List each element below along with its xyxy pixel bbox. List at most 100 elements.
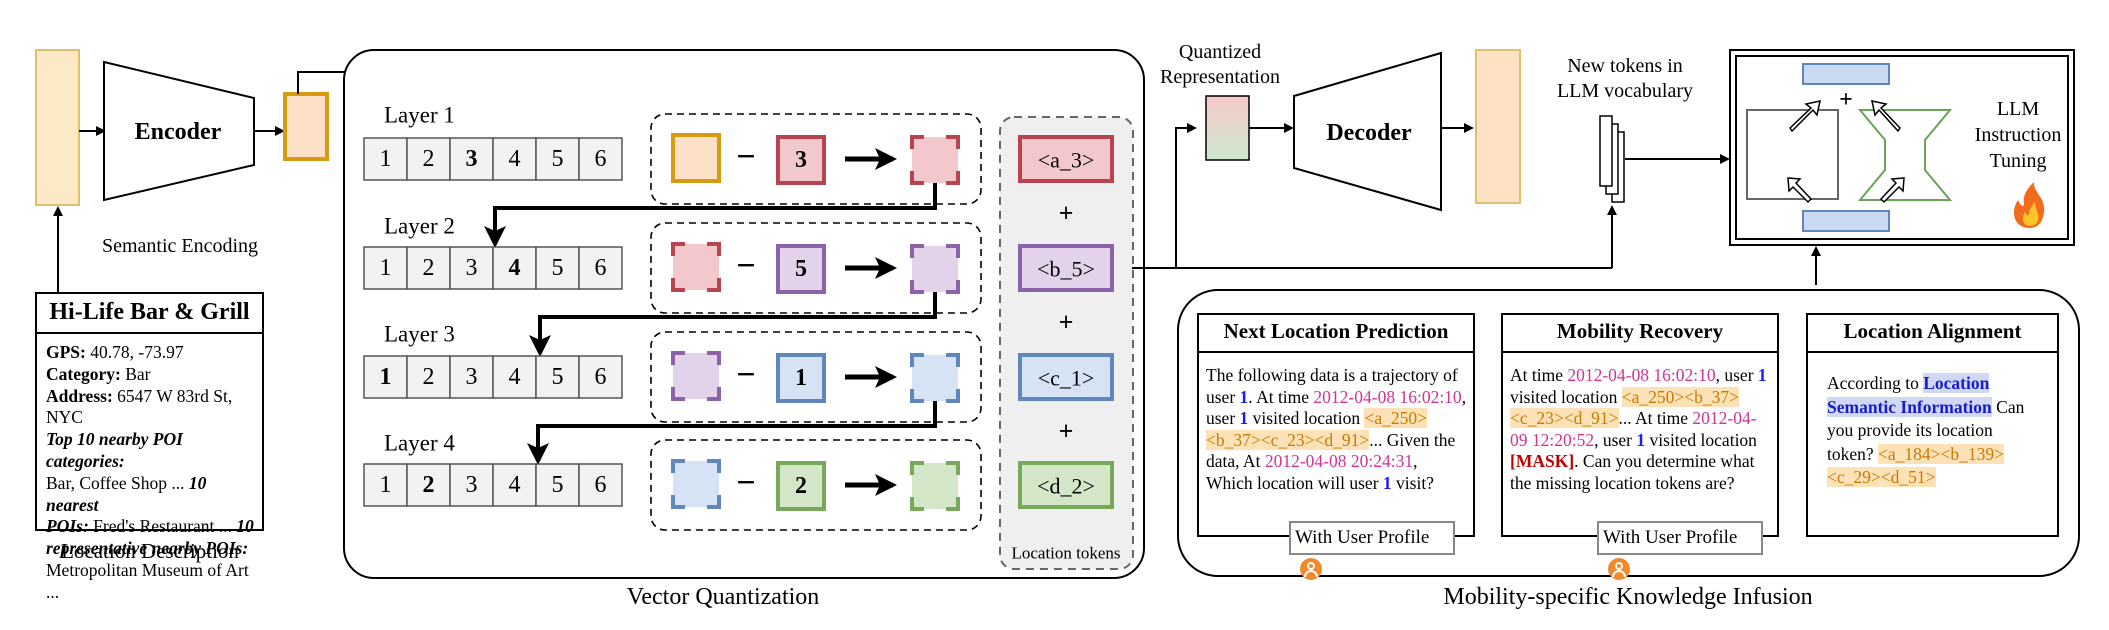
minus-sign: − bbox=[736, 465, 755, 502]
user-profile-badge-2[interactable]: With User Profile bbox=[1597, 521, 1763, 580]
next-location-text: The following data is a trajectory of us… bbox=[1206, 365, 1467, 493]
new-tokens-label-1: New tokens in bbox=[1567, 55, 1683, 77]
llm-label-2: Instruction bbox=[1975, 124, 2062, 146]
plus-sign: + bbox=[1059, 308, 1074, 337]
layer-label: Layer 2 bbox=[384, 214, 455, 239]
layer-label: Layer 4 bbox=[384, 431, 455, 456]
gps-label: GPS: bbox=[46, 342, 86, 362]
codebook-cell-label: 2 bbox=[423, 472, 435, 498]
user-profile-badge-1[interactable]: With User Profile bbox=[1289, 521, 1455, 580]
quantized-label-2: Representation bbox=[1160, 66, 1280, 88]
codebook-vector bbox=[776, 135, 826, 185]
plus-sign: + bbox=[1059, 199, 1074, 228]
representative-pois-value: Metropolitan Museum of Art ... bbox=[46, 559, 249, 602]
location-tokens-caption: Location tokens bbox=[1011, 544, 1120, 563]
residual-vector bbox=[673, 244, 719, 290]
encoder-block bbox=[103, 60, 255, 202]
residual-vector bbox=[912, 463, 958, 509]
llm-label-1: LLM bbox=[1997, 98, 2039, 120]
llm-bottom-bar bbox=[1802, 210, 1890, 232]
category-label: Category: bbox=[46, 363, 121, 384]
codebook-cell-label: 1 bbox=[380, 255, 392, 281]
codebook-cell-label: 2 bbox=[423, 364, 435, 390]
llm-label-3: Tuning bbox=[1989, 150, 2046, 172]
location-token bbox=[1018, 135, 1114, 183]
codebook-cell bbox=[449, 246, 494, 290]
residual-vector-outline bbox=[671, 242, 721, 292]
residual-group bbox=[650, 331, 982, 423]
codebook-cell-label: 5 bbox=[552, 364, 564, 390]
llm-top-bar bbox=[1802, 63, 1890, 85]
encoded-vector bbox=[283, 92, 329, 161]
location-token-label: <c_1> bbox=[1038, 366, 1095, 391]
vq-caption: Vector Quantization bbox=[627, 584, 820, 610]
layer-label: Layer 3 bbox=[384, 322, 455, 347]
arrow-icon bbox=[1789, 100, 1821, 133]
codebook-cell bbox=[535, 137, 580, 181]
codebook-cell bbox=[492, 246, 537, 290]
codebook-cell-label: 6 bbox=[595, 364, 607, 390]
location-token-label: <d_2> bbox=[1037, 474, 1095, 499]
codebook-cell-label: 5 bbox=[552, 255, 564, 281]
codebook-cell-label: 6 bbox=[595, 255, 607, 281]
residual-vector-outline bbox=[910, 461, 960, 511]
llm-plus: + bbox=[1839, 87, 1853, 113]
codebook-vector-label: 1 bbox=[795, 365, 807, 391]
codebook-cell bbox=[363, 463, 408, 507]
quantized-vector bbox=[1205, 95, 1250, 161]
user-icon bbox=[1300, 557, 1322, 580]
quantized-label-1: Quantized bbox=[1179, 41, 1261, 63]
residual-group bbox=[650, 222, 982, 314]
codebook-cell bbox=[578, 355, 623, 399]
output-embedding bbox=[1475, 49, 1521, 204]
codebook-vector bbox=[776, 244, 826, 294]
minus-sign: − bbox=[736, 357, 755, 394]
address-value: 6547 W 83rd St, NYC bbox=[46, 385, 233, 428]
location-alignment-title: Location Alignment bbox=[1843, 319, 2022, 343]
arrow-icon bbox=[1871, 100, 1901, 133]
codebook-cell-label: 2 bbox=[423, 255, 435, 281]
mobility-recovery-text: At time 2012-04-08 16:02:10, user 1 visi… bbox=[1510, 365, 1767, 493]
codebook-cell bbox=[363, 246, 408, 290]
codebook-cell bbox=[363, 355, 408, 399]
next-location-title: Next Location Prediction bbox=[1223, 319, 1449, 343]
layer-label: Layer 1 bbox=[384, 103, 455, 128]
poi-categories-label: Top 10 nearby POI categories: bbox=[46, 429, 183, 471]
location-token-label: <a_3> bbox=[1038, 148, 1095, 173]
codebook-cell-label: 2 bbox=[423, 146, 435, 172]
location-alignment-text: According to Location Semantic Informati… bbox=[1827, 373, 2025, 487]
mobility-recovery-title: Mobility Recovery bbox=[1556, 319, 1724, 343]
codebook-cell bbox=[406, 463, 451, 507]
residual-vector bbox=[912, 355, 958, 401]
knowledge-caption: Mobility-specific Knowledge Infusion bbox=[1443, 584, 1812, 610]
poi-categories-value: Bar, Coffee Shop ... bbox=[46, 472, 189, 493]
nearest-pois-label: 10 nearest bbox=[46, 472, 207, 515]
location-token bbox=[1018, 244, 1114, 292]
codebook-vector-label: 3 bbox=[795, 147, 807, 173]
residual-vector-outline bbox=[910, 353, 960, 403]
codebook-cell bbox=[492, 355, 537, 399]
decoder-label: Decoder bbox=[1326, 120, 1412, 146]
representative-count: 10 bbox=[236, 516, 254, 537]
residual-vector-outline bbox=[671, 351, 721, 401]
residual-vector-outline bbox=[910, 244, 960, 294]
new-tokens-icon bbox=[1599, 115, 1625, 203]
location-token bbox=[1018, 461, 1114, 509]
codebook-cell-label: 3 bbox=[466, 255, 478, 281]
residual-input bbox=[671, 133, 721, 183]
codebook-cell-label: 4 bbox=[509, 255, 521, 281]
codebook-cell-label: 5 bbox=[552, 472, 564, 498]
codebook-cell bbox=[449, 463, 494, 507]
layer-connector bbox=[484, 183, 937, 248]
codebook-cell-label: 6 bbox=[595, 472, 607, 498]
codebook-vector-label: 2 bbox=[795, 473, 807, 499]
flame-icon bbox=[2014, 182, 2045, 228]
codebook-cell-label: 4 bbox=[509, 364, 521, 390]
codebook-cell-label: 1 bbox=[380, 364, 392, 390]
codebook-vector bbox=[776, 353, 826, 403]
codebook-cell-label: 3 bbox=[466, 472, 478, 498]
location-tokens-panel bbox=[999, 116, 1134, 570]
nearest-pois-value: Fred's Restaurant ... bbox=[88, 516, 237, 537]
new-tokens-label-2: LLM vocabulary bbox=[1557, 80, 1693, 102]
